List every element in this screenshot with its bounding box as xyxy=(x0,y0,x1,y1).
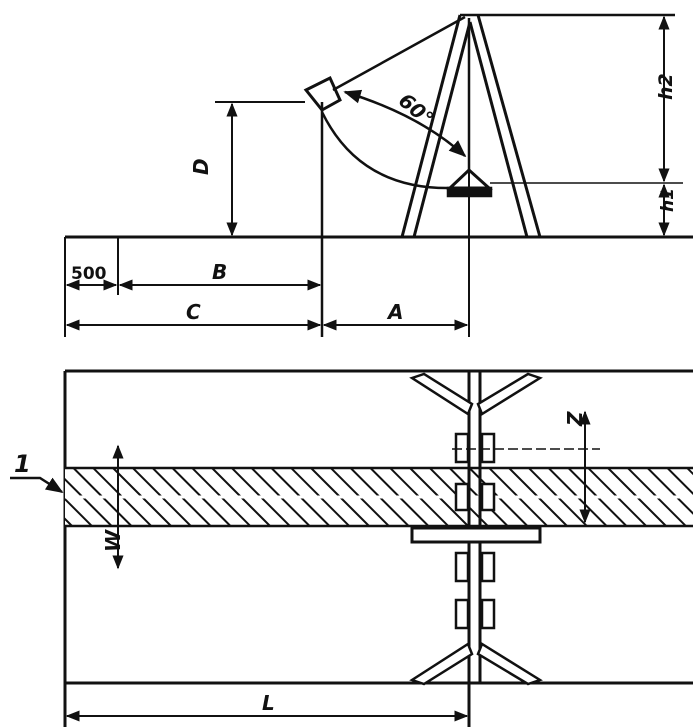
angle-arc xyxy=(343,89,467,158)
plan-seat-plate xyxy=(410,526,542,544)
seat-raised xyxy=(303,75,342,112)
plan-view xyxy=(10,369,693,727)
label-w: W xyxy=(101,529,125,552)
raised-hanger xyxy=(332,15,466,92)
chain-link xyxy=(480,482,496,512)
bottom-leg-flare-right xyxy=(476,642,543,686)
label-h2: h2 xyxy=(655,73,677,100)
label-a: A xyxy=(386,300,403,324)
label-d: D xyxy=(189,158,213,175)
elevation-view xyxy=(64,13,693,337)
chain-link xyxy=(454,598,470,630)
label-z: Z xyxy=(563,411,587,427)
frame-leg-right-outer xyxy=(476,14,542,238)
callout-number-1: 1 xyxy=(14,450,31,478)
bottom-leg-flare-left xyxy=(409,642,474,686)
label-l: L xyxy=(262,691,275,715)
label-offset-500: 500 xyxy=(71,264,107,284)
chain-link xyxy=(454,482,470,512)
chain-link xyxy=(480,551,496,583)
label-h1: h1 xyxy=(658,188,678,212)
callout-leader xyxy=(10,476,64,494)
frame-leg-right-inner xyxy=(468,21,529,238)
label-c: C xyxy=(186,300,201,324)
label-b: B xyxy=(212,260,227,284)
chain-link xyxy=(454,551,470,583)
top-leg-flare-right xyxy=(476,372,543,416)
chain-link xyxy=(454,432,470,464)
top-leg-flare-left xyxy=(409,372,474,416)
chain-link xyxy=(480,598,496,630)
swing-arc xyxy=(320,111,453,190)
chain-link xyxy=(480,432,496,464)
